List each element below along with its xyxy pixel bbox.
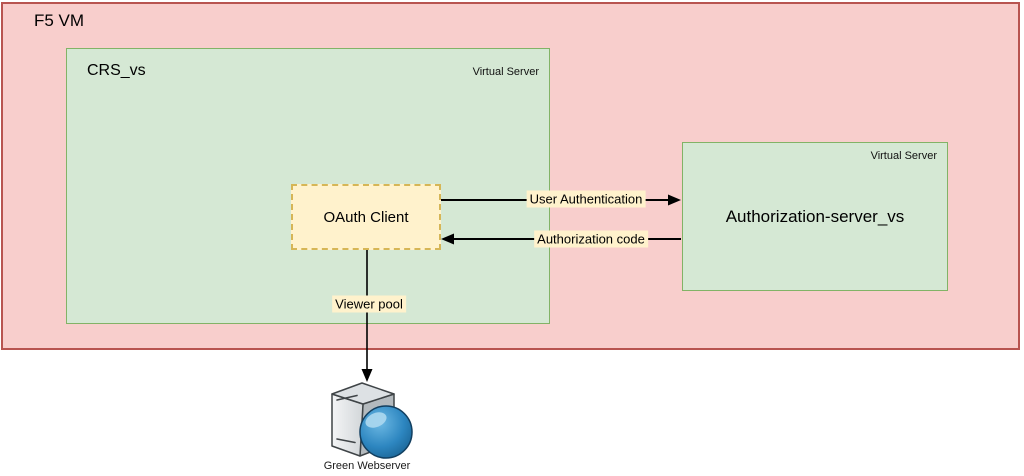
- authorization-server-vs-box: Virtual Server Authorization-server_vs: [682, 142, 948, 291]
- f5-vm-title: F5 VM: [34, 11, 85, 30]
- crs-vs-type-label: Virtual Server: [472, 66, 539, 78]
- webserver-node: [329, 381, 415, 461]
- webserver-label: Green Webserver: [323, 460, 411, 472]
- crs-vs-title: CRS_vs: [87, 62, 146, 79]
- server-tower-with-globe-icon: [331, 382, 413, 459]
- authorization-server-vs-title-wrap: Authorization-server_vs: [683, 143, 947, 290]
- crs-vs-box: CRS_vs Virtual Server: [66, 48, 550, 324]
- viewer-pool-edge-label: Viewer pool: [332, 295, 406, 313]
- user-authentication-edge-label: User Authentication: [526, 190, 646, 208]
- authorization-server-vs-type-label: Virtual Server: [870, 150, 937, 162]
- oauth-client-label: OAuth Client: [323, 208, 409, 226]
- authorization-server-vs-title: Authorization-server_vs: [725, 206, 905, 226]
- oauth-client-box: OAuth Client: [291, 184, 441, 250]
- authorization-code-edge-label: Authorization code: [534, 230, 648, 248]
